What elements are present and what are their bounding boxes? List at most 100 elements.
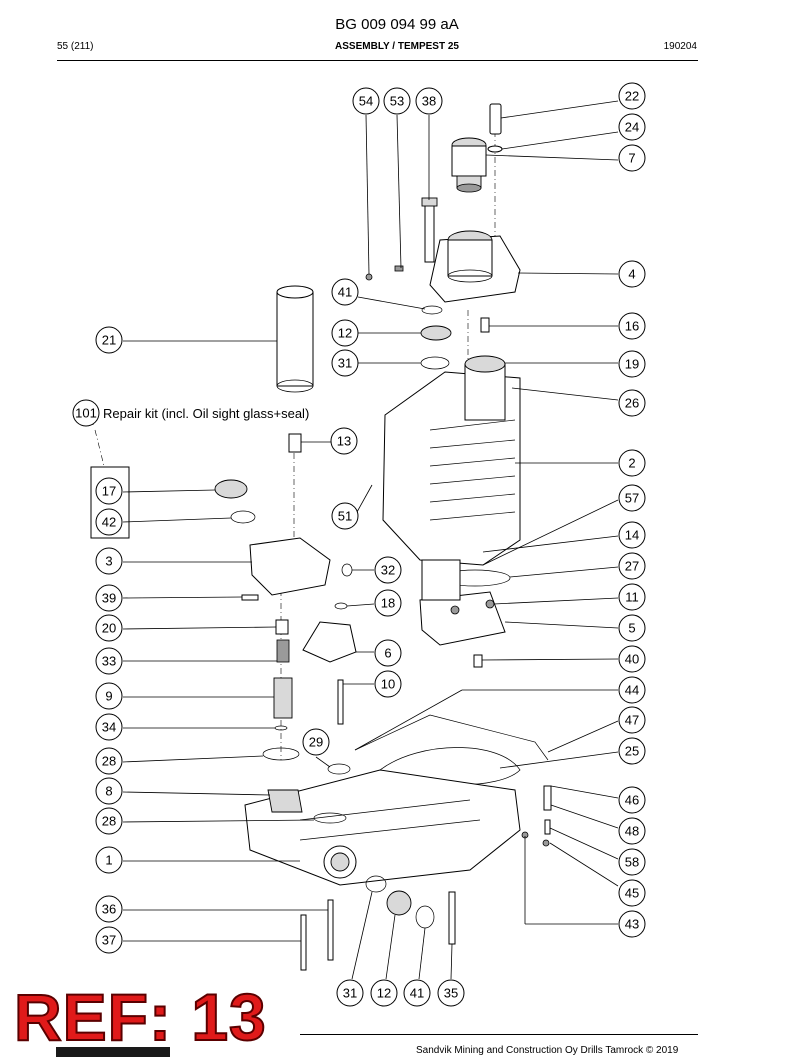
callout-9[interactable]: 9 — [95, 682, 123, 710]
callout-57[interactable]: 57 — [618, 484, 646, 512]
callout-number: 36 — [102, 902, 116, 917]
part-2-main-housing — [382, 355, 521, 566]
callout-45[interactable]: 45 — [618, 879, 646, 907]
callout-54[interactable]: 54 — [352, 87, 380, 115]
callout-circle — [618, 82, 646, 110]
callout-number: 53 — [390, 94, 404, 109]
callout-18[interactable]: 18 — [374, 589, 402, 617]
callout-41[interactable]: 41 — [403, 979, 431, 1007]
callout-43[interactable]: 43 — [618, 910, 646, 938]
callout-26[interactable]: 26 — [618, 389, 646, 417]
callout-48[interactable]: 48 — [618, 817, 646, 845]
callout-22[interactable]: 22 — [618, 82, 646, 110]
part-7-cap — [451, 137, 487, 193]
callout-circle — [618, 879, 646, 907]
callout-17[interactable]: 17 — [95, 477, 123, 505]
callout-circle — [618, 260, 646, 288]
callout-29[interactable]: 29 — [302, 728, 330, 756]
callout-circle — [618, 817, 646, 845]
callout-1[interactable]: 1 — [95, 846, 123, 874]
callout-circle — [95, 584, 123, 612]
callout-circle — [95, 647, 123, 675]
callout-53[interactable]: 53 — [383, 87, 411, 115]
callout-32[interactable]: 32 — [374, 556, 402, 584]
callout-number: 47 — [625, 713, 639, 728]
callout-101[interactable]: 101 — [72, 399, 100, 427]
callout-51[interactable]: 51 — [331, 502, 359, 530]
callout-circle — [618, 389, 646, 417]
callout-2[interactable]: 2 — [618, 449, 646, 477]
section-title: ASSEMBLY / TEMPEST 25 — [335, 41, 459, 52]
callout-circle — [374, 556, 402, 584]
callout-6[interactable]: 6 — [374, 639, 402, 667]
callout-41[interactable]: 41 — [331, 278, 359, 306]
callout-circle — [331, 278, 359, 306]
callout-16[interactable]: 16 — [618, 312, 646, 340]
callout-34[interactable]: 34 — [95, 713, 123, 741]
callout-number: 43 — [625, 917, 639, 932]
callout-7[interactable]: 7 — [618, 144, 646, 172]
callout-circle — [618, 706, 646, 734]
callout-47[interactable]: 47 — [618, 706, 646, 734]
callout-12[interactable]: 12 — [370, 979, 398, 1007]
callout-number: 27 — [625, 559, 639, 574]
callout-11[interactable]: 11 — [618, 583, 646, 611]
callout-12[interactable]: 12 — [331, 319, 359, 347]
callout-circle — [95, 477, 123, 505]
callout-circle — [618, 449, 646, 477]
callout-circle — [618, 113, 646, 141]
callout-number: 14 — [625, 528, 639, 543]
callout-3[interactable]: 3 — [95, 547, 123, 575]
callout-31[interactable]: 31 — [336, 979, 364, 1007]
callout-4[interactable]: 4 — [618, 260, 646, 288]
callout-25[interactable]: 25 — [618, 737, 646, 765]
callout-circle — [618, 645, 646, 673]
callout-13[interactable]: 13 — [330, 427, 358, 455]
callout-number: 12 — [377, 986, 391, 1001]
part-22-pin — [489, 103, 502, 135]
callout-28[interactable]: 28 — [95, 747, 123, 775]
part-21-filter — [276, 285, 314, 393]
callout-14[interactable]: 14 — [618, 521, 646, 549]
part-24-washer — [487, 145, 503, 153]
callout-number: 12 — [338, 326, 352, 341]
callout-21[interactable]: 21 — [95, 326, 123, 354]
footer-copyright: Sandvik Mining and Construction Oy Drill… — [416, 1045, 679, 1056]
callout-37[interactable]: 37 — [95, 926, 123, 954]
callout-circle — [618, 144, 646, 172]
callout-circle — [95, 614, 123, 642]
callout-number: 39 — [102, 591, 116, 606]
callout-circle — [95, 547, 123, 575]
callout-40[interactable]: 40 — [618, 645, 646, 673]
callout-42[interactable]: 42 — [95, 508, 123, 536]
callout-38[interactable]: 38 — [415, 87, 443, 115]
callout-circle — [95, 926, 123, 954]
callout-circle — [618, 484, 646, 512]
callout-number: 9 — [105, 689, 112, 704]
callout-number: 5 — [628, 621, 635, 636]
callout-24[interactable]: 24 — [618, 113, 646, 141]
callout-number: 3 — [105, 554, 112, 569]
part-20 — [275, 619, 289, 635]
callout-circle — [618, 521, 646, 549]
callout-33[interactable]: 33 — [95, 647, 123, 675]
callout-58[interactable]: 58 — [618, 848, 646, 876]
callout-8[interactable]: 8 — [95, 777, 123, 805]
callout-5[interactable]: 5 — [618, 614, 646, 642]
callout-circle — [95, 508, 123, 536]
callout-10[interactable]: 10 — [374, 670, 402, 698]
callout-46[interactable]: 46 — [618, 786, 646, 814]
callout-20[interactable]: 20 — [95, 614, 123, 642]
callout-36[interactable]: 36 — [95, 895, 123, 923]
callout-31[interactable]: 31 — [331, 349, 359, 377]
callout-19[interactable]: 19 — [618, 350, 646, 378]
callout-44[interactable]: 44 — [618, 676, 646, 704]
callout-number: 20 — [102, 621, 116, 636]
callout-28[interactable]: 28 — [95, 807, 123, 835]
callout-circle — [331, 502, 359, 530]
ref-stamp: REF: 13 — [13, 980, 267, 1054]
callout-39[interactable]: 39 — [95, 584, 123, 612]
callout-35[interactable]: 35 — [437, 979, 465, 1007]
callout-27[interactable]: 27 — [618, 552, 646, 580]
